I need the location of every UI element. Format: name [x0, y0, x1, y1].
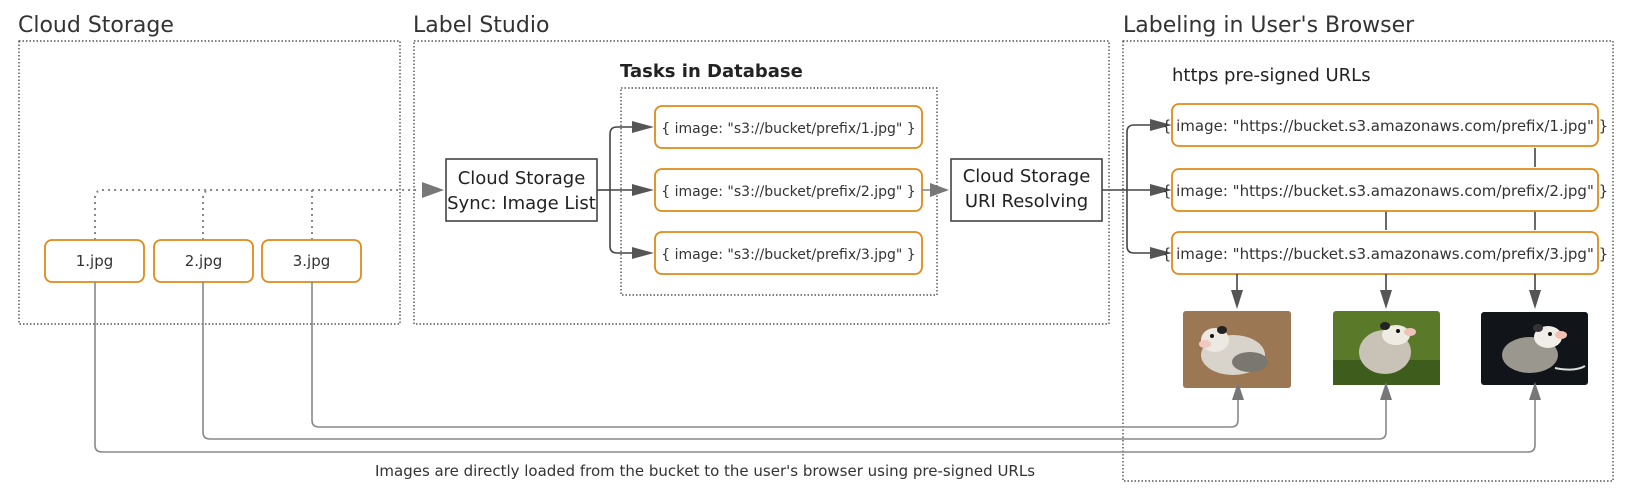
- task3-arrow-icon: [632, 247, 654, 259]
- task1-arrow-icon: [632, 121, 654, 133]
- tasks-db-frame: [620, 87, 938, 296]
- file-label-2: 2.jpg: [185, 252, 223, 270]
- url3-arrow-icon: [1150, 247, 1172, 259]
- sync-arrow-icon: [422, 182, 444, 198]
- img3-down-arrow-icon: [1529, 290, 1541, 309]
- task-label-1: { image: "s3://bucket/prefix/1.jpg" }: [661, 121, 915, 137]
- task-box-2[interactable]: { image: "s3://bucket/prefix/2.jpg" }: [654, 168, 923, 212]
- sync-box-line2: Sync: Image List: [447, 193, 596, 214]
- file-label-1: 1.jpg: [76, 252, 114, 270]
- diagram-caption: Images are directly loaded from the buck…: [375, 462, 1035, 480]
- image-thumb-1[interactable]: [1183, 311, 1291, 388]
- img1-up-arrow-icon: [1232, 382, 1244, 400]
- task-box-1[interactable]: { image: "s3://bucket/prefix/1.jpg" }: [654, 105, 923, 149]
- img2-up-arrow-icon: [1380, 382, 1392, 400]
- presigned-box-2[interactable]: { image: "https://bucket.s3.amazonaws.co…: [1162, 168, 1608, 212]
- img1-down-arrow-icon: [1231, 290, 1243, 309]
- presigned-label-3: { image: "https://bucket.s3.amazonaws.co…: [1162, 245, 1608, 263]
- label-studio-frame: [413, 40, 1110, 325]
- sync-box-line1: Cloud Storage: [458, 168, 586, 189]
- presigned-box-1[interactable]: { image: "https://bucket.s3.amazonaws.co…: [1162, 103, 1608, 147]
- resolve-box-line2: URI Resolving: [965, 191, 1088, 212]
- label-studio-title: Label Studio: [413, 13, 549, 38]
- file-box-2[interactable]: 2.jpg: [153, 239, 254, 283]
- img2-down-arrow-icon: [1380, 290, 1392, 309]
- file-box-1[interactable]: 1.jpg: [44, 239, 145, 283]
- task-label-3: { image: "s3://bucket/prefix/3.jpg" }: [661, 247, 915, 263]
- sync-branch-top: [609, 126, 632, 190]
- labeling-browser-frame: [1122, 40, 1614, 482]
- sync-branch-bottom: [609, 190, 632, 254]
- task-label-2: { image: "s3://bucket/prefix/2.jpg" }: [661, 184, 915, 200]
- resolve-branch-top: [1126, 124, 1150, 190]
- file2-sync-link: [202, 189, 212, 240]
- presigned-label-1: { image: "https://bucket.s3.amazonaws.co…: [1162, 117, 1608, 135]
- resolve-box-line1: Cloud Storage: [963, 166, 1091, 187]
- file-box-3[interactable]: 3.jpg: [261, 239, 362, 283]
- presigned-box-3[interactable]: { image: "https://bucket.s3.amazonaws.co…: [1162, 231, 1608, 275]
- img3-up-arrow-icon: [1529, 382, 1541, 400]
- sync-box[interactable]: Cloud Storage Sync: Image List: [445, 158, 598, 222]
- file3-direct-load-link: [311, 282, 1239, 428]
- url2-arrow-icon: [1150, 184, 1172, 196]
- resolve-arrow-icon: [930, 183, 949, 197]
- task2-arrow-icon: [632, 184, 654, 196]
- cloud-storage-frame: [18, 40, 401, 325]
- image-thumb-2[interactable]: [1333, 311, 1440, 385]
- tasks-db-title: Tasks in Database: [620, 61, 803, 82]
- presigned-label-2: { image: "https://bucket.s3.amazonaws.co…: [1162, 182, 1608, 200]
- resolve-box[interactable]: Cloud Storage URI Resolving: [950, 158, 1103, 222]
- image-thumb-3[interactable]: [1481, 312, 1588, 385]
- resolve-branch-bottom: [1126, 190, 1150, 254]
- cloud-storage-title: Cloud Storage: [18, 13, 174, 38]
- presigned-title: https pre-signed URLs: [1172, 65, 1371, 86]
- file2-direct-load-link: [202, 282, 1387, 440]
- labeling-browser-title: Labeling in User's Browser: [1123, 13, 1415, 38]
- url1-arrow-icon: [1150, 119, 1172, 131]
- file1-direct-load-link: [94, 282, 1536, 453]
- file1-sync-link: [94, 189, 420, 240]
- file-label-3: 3.jpg: [293, 252, 331, 270]
- task-box-3[interactable]: { image: "s3://bucket/prefix/3.jpg" }: [654, 231, 923, 275]
